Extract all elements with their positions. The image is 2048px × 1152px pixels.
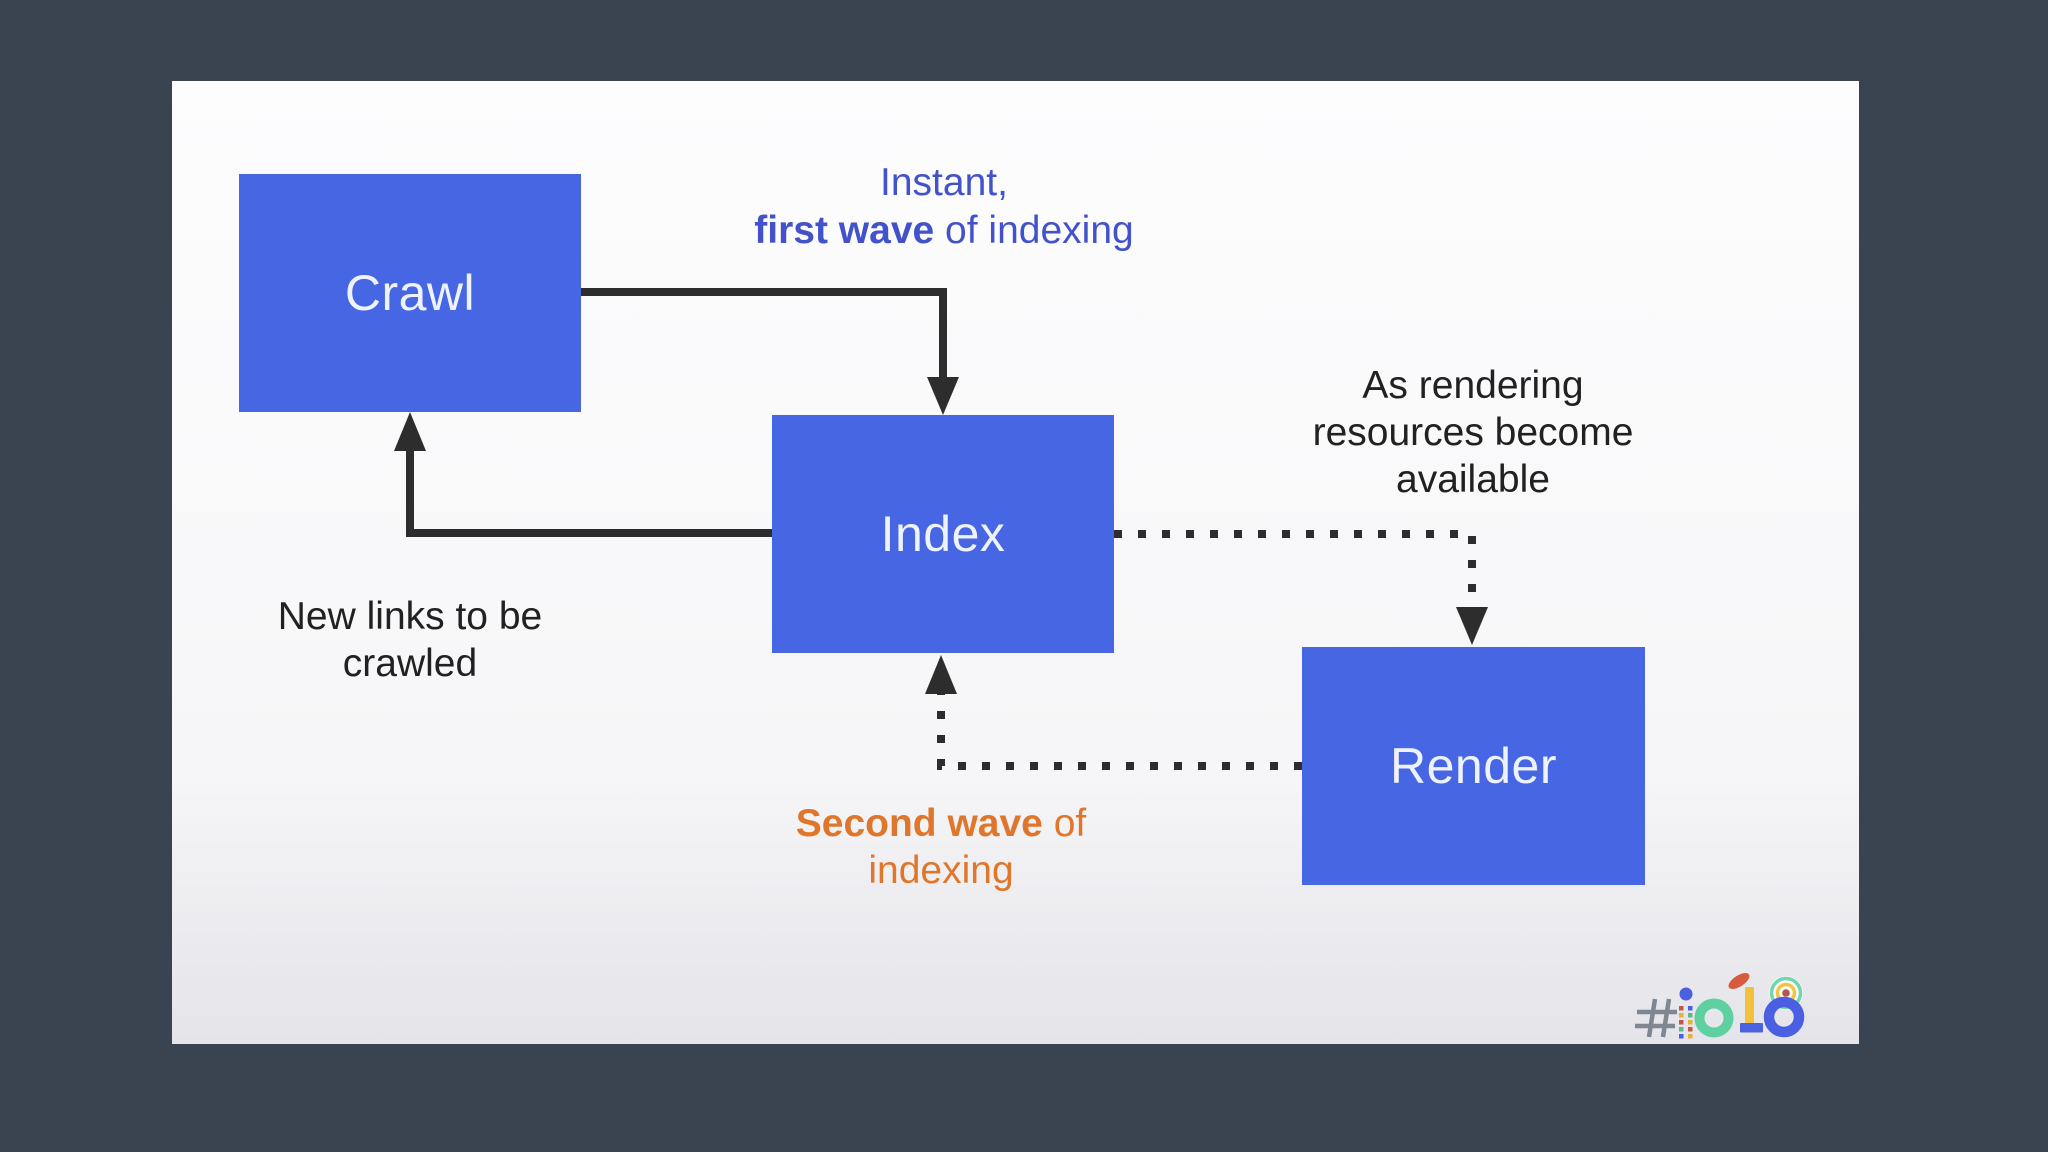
rendering-line1: As rendering — [1362, 364, 1584, 407]
letter-i-icon — [1679, 987, 1693, 1039]
first-wave-line1: Instant, — [880, 161, 1008, 204]
slide: Crawl Index Render Instant, first wave o… — [172, 81, 1859, 1044]
arrow-index-to-render-dotted — [1114, 530, 1488, 645]
index-box-label: Index — [880, 506, 1006, 562]
render-box: Render — [1302, 647, 1645, 885]
io18-logo — [1635, 973, 1805, 1039]
arrow-render-to-index-dotted — [925, 655, 1302, 770]
new-links-annotation: New links to be crawled — [182, 593, 638, 687]
digit-1-icon — [1728, 973, 1763, 1033]
first-wave-annotation: Instant, first wave of indexing — [644, 159, 1244, 255]
index-box: Index — [772, 415, 1114, 653]
rendering-resources-annotation: As rendering resources become available — [1243, 362, 1703, 503]
second-wave-annotation: Second wave of indexing — [691, 800, 1191, 894]
render-box-label: Render — [1390, 738, 1557, 794]
second-wave-line1: Second wave of — [795, 802, 1087, 845]
rendering-line3: available — [1396, 458, 1550, 501]
new-links-line2: crawled — [342, 642, 478, 685]
crawl-box-label: Crawl — [344, 265, 476, 321]
first-wave-line2: first wave of indexing — [754, 209, 1134, 252]
letter-o-icon — [1694, 998, 1734, 1038]
new-links-line1: New links to be — [277, 595, 543, 638]
arrow-crawl-to-index — [581, 288, 959, 415]
hash-icon — [1635, 998, 1677, 1038]
arrow-index-to-crawl — [394, 412, 772, 537]
digit-8-icon — [1763, 976, 1805, 1038]
rendering-line2: resources become — [1312, 411, 1634, 454]
second-wave-line2: indexing — [868, 849, 1014, 892]
crawl-box: Crawl — [239, 174, 581, 412]
